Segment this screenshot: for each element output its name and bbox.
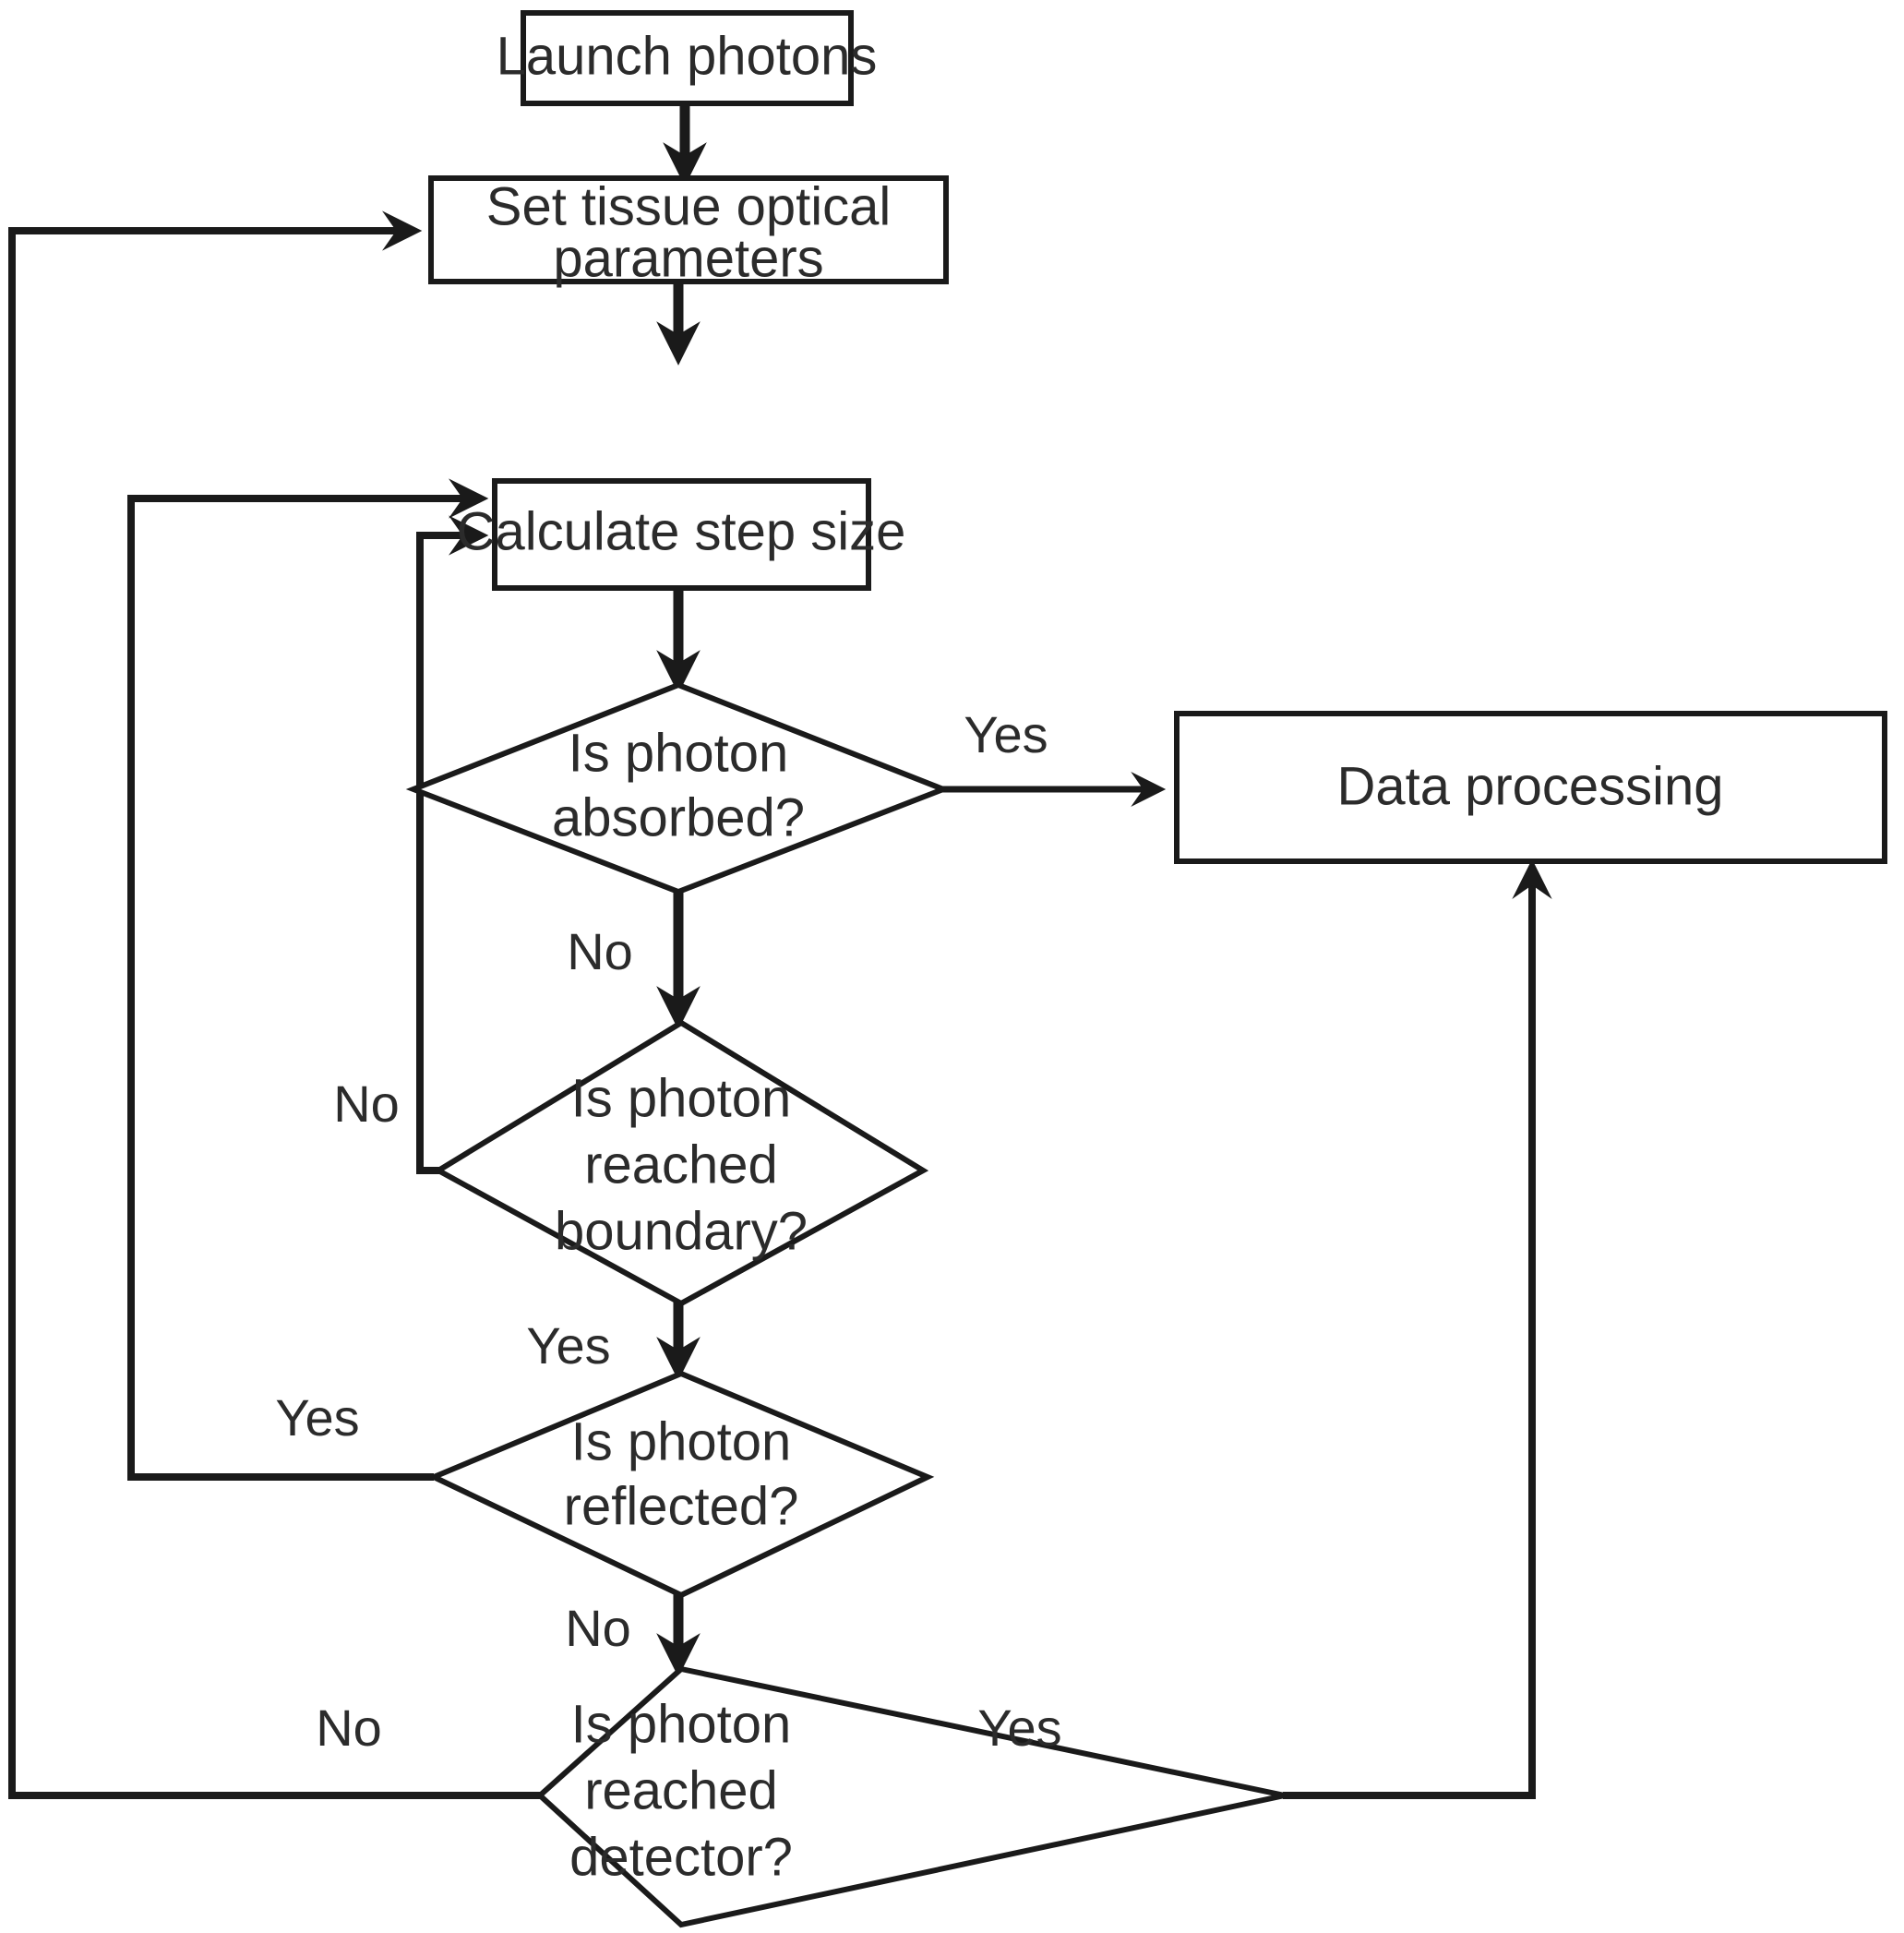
node-is-photon-reached-boundary-label-line1: Is photon bbox=[571, 1068, 792, 1128]
edge-label-reflected-yes: Yes bbox=[275, 1388, 359, 1447]
node-calculate-step-size-label: Calculate step size bbox=[457, 501, 906, 561]
edge-label-boundary-yes: Yes bbox=[526, 1316, 610, 1375]
edge-label-boundary-no: No bbox=[333, 1075, 400, 1133]
edge-label-absorbed-yes: Yes bbox=[964, 705, 1048, 763]
node-set-tissue-optical-parameters-label-line1: Set tissue optical bbox=[486, 176, 891, 236]
edge-detector-no-set bbox=[8, 210, 540, 1799]
edge-reflected-yes-calc bbox=[127, 478, 489, 1481]
edge-detector-yes-dataproc bbox=[1283, 858, 1552, 1799]
node-is-photon-absorbed-label-line2: absorbed? bbox=[552, 787, 805, 847]
node-is-photon-reached-detector[interactable]: Is photon reached detector? bbox=[535, 1665, 1286, 1928]
node-is-photon-reached-boundary-label-line3: boundary? bbox=[555, 1201, 808, 1261]
edge-label-detector-no: No bbox=[316, 1699, 382, 1757]
edge-label-detector-yes: Yes bbox=[977, 1699, 1061, 1757]
node-is-photon-absorbed-label-line1: Is photon bbox=[569, 723, 789, 783]
node-set-tissue-optical-parameters[interactable]: Set tissue optical parameters bbox=[428, 175, 949, 288]
node-is-photon-reflected-label-line1: Is photon bbox=[571, 1411, 792, 1471]
edge-boundary-no-calc bbox=[416, 515, 577, 1174]
node-is-photon-reached-detector-label-line1: Is photon bbox=[571, 1694, 792, 1754]
node-set-tissue-optical-parameters-label-line2: parameters bbox=[553, 228, 823, 288]
node-is-photon-reflected-label-line2: reflected? bbox=[564, 1476, 799, 1536]
node-is-photon-reached-detector-label-line2: reached bbox=[584, 1760, 778, 1820]
node-is-photon-absorbed[interactable]: Is photon absorbed? bbox=[405, 681, 952, 895]
edge-label-reflected-no: No bbox=[565, 1599, 631, 1657]
node-launch-photons-label: Launch photons bbox=[497, 26, 878, 86]
node-is-photon-reached-boundary[interactable]: Is photon reached boundary? bbox=[433, 1018, 928, 1307]
node-launch-photons[interactable]: Launch photons bbox=[497, 10, 878, 106]
node-is-photon-reflected[interactable]: Is photon reflected? bbox=[426, 1370, 935, 1599]
node-data-processing[interactable]: Data processing bbox=[1174, 711, 1887, 864]
node-calculate-step-size[interactable]: Calculate step size bbox=[457, 478, 906, 591]
node-is-photon-reached-detector-label-line3: detector? bbox=[569, 1827, 793, 1887]
node-data-processing-label: Data processing bbox=[1336, 756, 1723, 816]
edge-label-absorbed-no: No bbox=[567, 922, 633, 980]
node-is-photon-reached-boundary-label-line2: reached bbox=[584, 1135, 778, 1195]
